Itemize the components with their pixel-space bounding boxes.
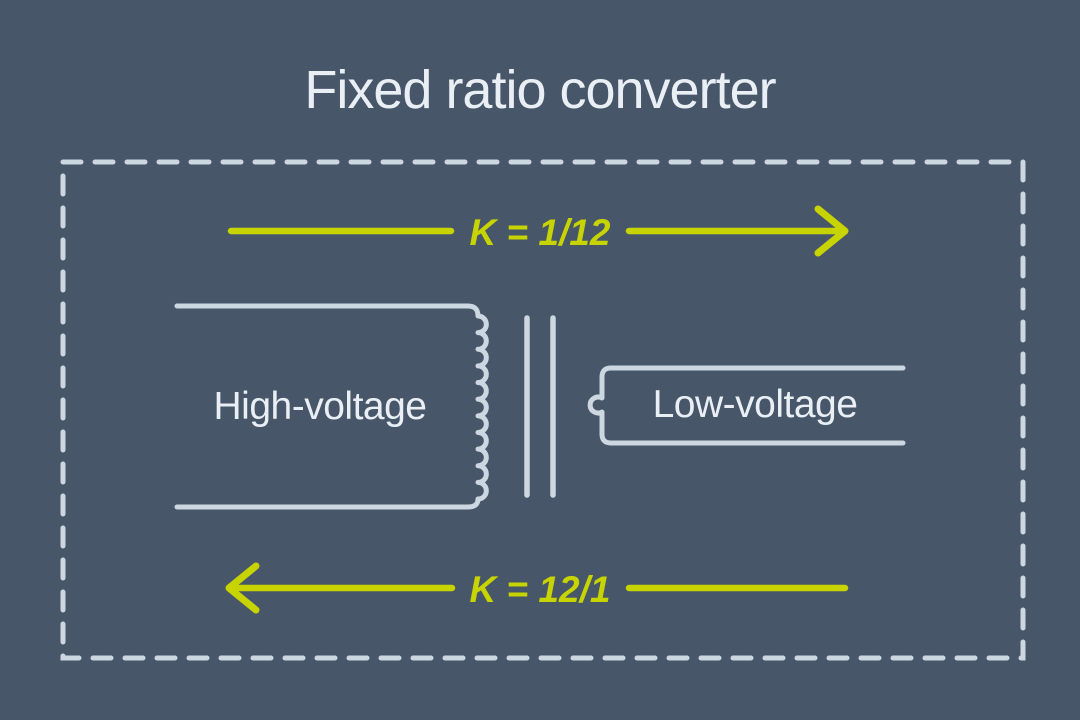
diagram-title: Fixed ratio converter [304,60,776,120]
low-voltage-winding [587,365,906,446]
left-arrowhead-icon [225,562,260,614]
high-voltage-winding [174,303,489,510]
bottom-arrow-left [225,562,849,614]
dashed-border [60,159,1026,661]
top-arrow-right [227,205,849,257]
top-ratio-label: K = 1/12 [469,212,611,253]
bottom-ratio-label: K = 12/1 [469,569,611,610]
high-voltage-label: High-voltage [213,385,427,428]
right-arrowhead-icon [814,205,849,257]
low-voltage-label: Low-voltage [652,383,858,426]
